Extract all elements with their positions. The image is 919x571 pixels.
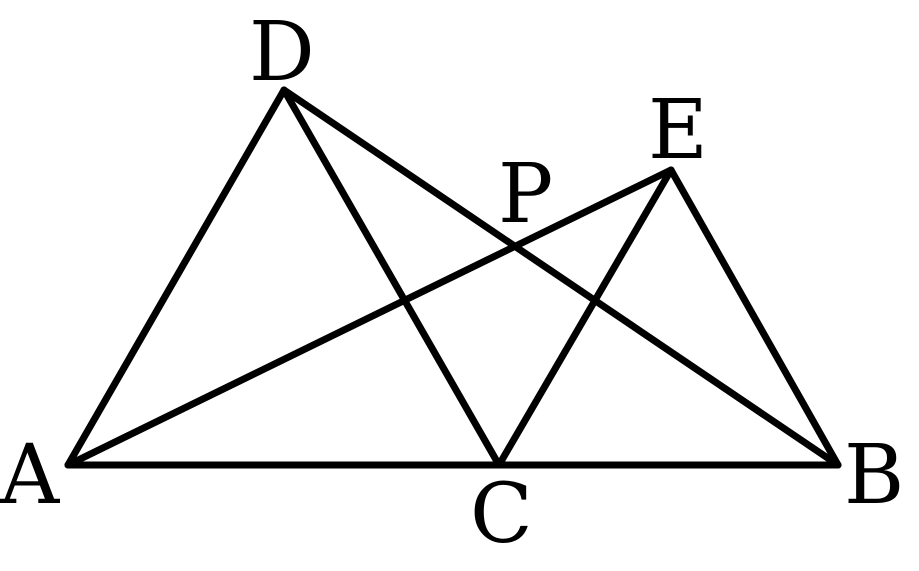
label-C: C bbox=[470, 467, 533, 562]
segment-AD bbox=[64, 86, 288, 469]
label-A: A bbox=[0, 428, 61, 523]
segments bbox=[64, 86, 842, 469]
label-D: D bbox=[249, 5, 315, 100]
segment-AE bbox=[64, 166, 675, 469]
label-E: E bbox=[648, 83, 708, 178]
label-B: B bbox=[844, 428, 904, 523]
segment-DB bbox=[280, 86, 842, 469]
point-labels: A B C D E P bbox=[0, 5, 904, 562]
segment-EB bbox=[667, 166, 842, 469]
segment-CE bbox=[495, 166, 675, 469]
segment-DC bbox=[280, 86, 503, 469]
label-P: P bbox=[498, 147, 553, 242]
